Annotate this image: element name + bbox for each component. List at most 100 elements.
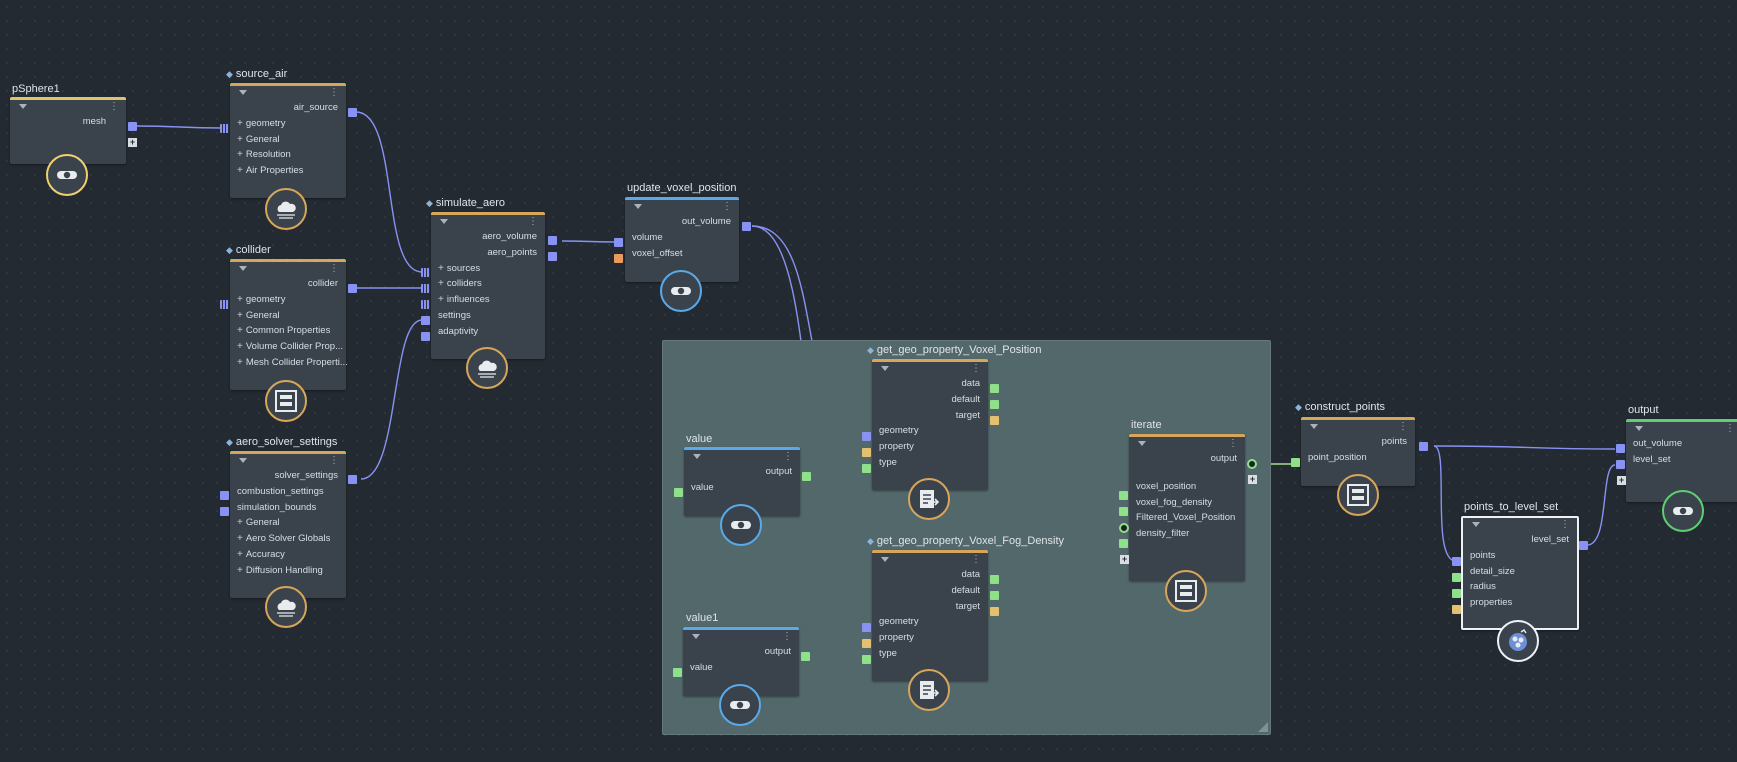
node-points-to-level-set[interactable]: ⋮ level_set points detail_size radius pr… xyxy=(1461,516,1579,630)
input-port-simulation-bounds[interactable] xyxy=(220,507,229,516)
input-port-sources[interactable] xyxy=(421,268,430,277)
output-port-default[interactable] xyxy=(990,400,999,409)
add-port-button[interactable]: + xyxy=(1120,554,1129,564)
node-get-geo-property-voxel-fog-density[interactable]: ⋮ data default target geometry property … xyxy=(872,550,988,681)
output-port-default[interactable] xyxy=(990,591,999,600)
output-port-level-set[interactable] xyxy=(1579,541,1588,550)
collapse-icon[interactable] xyxy=(239,90,247,95)
output-port-data[interactable] xyxy=(990,575,999,584)
output-port-solver-settings[interactable] xyxy=(348,475,357,484)
node-simulate-aero[interactable]: ⋮ aero_volume aero_points +sources +coll… xyxy=(431,212,545,359)
wire-points-to-points xyxy=(1433,445,1457,562)
node-menu-icon[interactable]: ⋮ xyxy=(528,216,538,227)
input-port-points[interactable] xyxy=(1452,557,1461,566)
collapse-icon[interactable] xyxy=(634,204,642,209)
node-menu-icon[interactable]: ⋮ xyxy=(783,451,793,462)
collapse-icon[interactable] xyxy=(1635,426,1643,431)
node-menu-icon[interactable]: ⋮ xyxy=(329,455,339,466)
node-menu-icon[interactable]: ⋮ xyxy=(1398,421,1408,432)
node-psphere1[interactable]: ⋮ mesh xyxy=(10,97,126,164)
input-port-voxel-offset[interactable] xyxy=(614,254,623,263)
input-port-geometry[interactable] xyxy=(862,432,871,441)
port-label-settings: settings xyxy=(438,309,471,321)
input-port-radius[interactable] xyxy=(1452,589,1461,598)
node-output[interactable]: ⋮ out_volume level_set xyxy=(1626,419,1737,502)
output-port-data[interactable] xyxy=(990,384,999,393)
group-resize-handle[interactable] xyxy=(1258,722,1268,732)
input-port-point-position[interactable] xyxy=(1291,458,1300,467)
input-port-geometry[interactable] xyxy=(220,300,229,309)
add-port-button[interactable]: + xyxy=(1248,474,1257,484)
get-property-icon xyxy=(908,478,950,520)
input-port-value[interactable] xyxy=(674,488,683,497)
node-value[interactable]: ⋮ output value xyxy=(684,447,800,516)
input-port-level-set[interactable] xyxy=(1616,460,1625,469)
collapse-icon[interactable] xyxy=(692,634,700,639)
node-aero-solver-settings[interactable]: ⋮ solver_settings combustion_settings si… xyxy=(230,451,346,598)
input-port-voxel-position[interactable] xyxy=(1119,491,1128,500)
collapse-icon[interactable] xyxy=(693,454,701,459)
output-port-collider[interactable] xyxy=(348,284,357,293)
node-get-geo-property-voxel-position[interactable]: ⋮ data default target geometry property … xyxy=(872,359,988,490)
input-port-properties[interactable] xyxy=(1452,605,1461,614)
node-menu-icon[interactable]: ⋮ xyxy=(971,554,981,565)
collapse-icon[interactable] xyxy=(881,557,889,562)
input-port-voxel-fog-density[interactable] xyxy=(1119,507,1128,516)
node-menu-icon[interactable]: ⋮ xyxy=(109,101,119,112)
add-port-button[interactable]: + xyxy=(1617,475,1626,485)
output-port-output[interactable] xyxy=(801,652,810,661)
input-port-density-filter[interactable] xyxy=(1119,539,1128,548)
output-port-air-source[interactable] xyxy=(348,108,357,117)
input-port-influences[interactable] xyxy=(421,300,430,309)
input-port-detail-size[interactable] xyxy=(1452,573,1461,582)
output-port-aero-points[interactable] xyxy=(548,252,557,261)
output-port-output[interactable] xyxy=(802,472,811,481)
node-menu-icon[interactable]: ⋮ xyxy=(329,263,339,274)
node-source-air[interactable]: ⋮ air_source +geometry +General +Resolut… xyxy=(230,83,346,198)
node-update-voxel-position[interactable]: ⋮ out_volume volume voxel_offset xyxy=(625,197,739,282)
input-port-value[interactable] xyxy=(673,668,682,677)
input-port-geometry[interactable] xyxy=(862,623,871,632)
wire-mesh-to-geometry xyxy=(136,125,223,129)
node-collider[interactable]: ⋮ collider +geometry +General +Common Pr… xyxy=(230,259,348,390)
node-menu-icon[interactable]: ⋮ xyxy=(971,363,981,374)
add-port-button[interactable]: + xyxy=(128,137,137,147)
output-port-target[interactable] xyxy=(990,416,999,425)
collapse-icon[interactable] xyxy=(440,219,448,224)
node-iterate[interactable]: ⋮ output voxel_position voxel_fog_densit… xyxy=(1129,434,1245,581)
node-title-aero-solver-settings: ◆aero_solver_settings xyxy=(226,436,338,448)
node-construct-points[interactable]: ⋮ points point_position xyxy=(1301,417,1415,486)
input-port-type[interactable] xyxy=(862,464,871,473)
node-menu-icon[interactable]: ⋮ xyxy=(722,201,732,212)
collapse-icon[interactable] xyxy=(239,458,247,463)
collapse-icon[interactable] xyxy=(881,366,889,371)
input-port-adaptivity[interactable] xyxy=(421,332,430,341)
input-port-filtered-voxel-position[interactable] xyxy=(1119,523,1129,533)
node-menu-icon[interactable]: ⋮ xyxy=(782,631,792,642)
input-port-volume[interactable] xyxy=(614,238,623,247)
collapse-icon[interactable] xyxy=(1310,424,1318,429)
collapse-icon[interactable] xyxy=(1472,522,1480,527)
input-port-property[interactable] xyxy=(862,448,871,457)
output-port-target[interactable] xyxy=(990,607,999,616)
input-port-colliders[interactable] xyxy=(421,284,430,293)
input-port-geometry[interactable] xyxy=(220,124,229,133)
collapse-icon[interactable] xyxy=(1138,441,1146,446)
node-title-output: output xyxy=(1628,404,1659,416)
output-port-aero-volume[interactable] xyxy=(548,236,557,245)
input-port-combustion-settings[interactable] xyxy=(220,491,229,500)
input-port-settings[interactable] xyxy=(421,316,430,325)
node-menu-icon[interactable]: ⋮ xyxy=(1560,519,1570,530)
output-port-mesh[interactable] xyxy=(128,122,137,131)
output-port-points[interactable] xyxy=(1419,442,1428,451)
collapse-icon[interactable] xyxy=(239,266,247,271)
node-menu-icon[interactable]: ⋮ xyxy=(1228,438,1238,449)
node-menu-icon[interactable]: ⋮ xyxy=(1725,423,1735,434)
output-port-output[interactable] xyxy=(1247,459,1257,469)
collapse-icon[interactable] xyxy=(19,104,27,109)
output-port-out-volume[interactable] xyxy=(742,222,751,231)
input-port-type[interactable] xyxy=(862,655,871,664)
node-menu-icon[interactable]: ⋮ xyxy=(329,87,339,98)
input-port-out-volume[interactable] xyxy=(1616,444,1625,453)
input-port-property[interactable] xyxy=(862,639,871,648)
